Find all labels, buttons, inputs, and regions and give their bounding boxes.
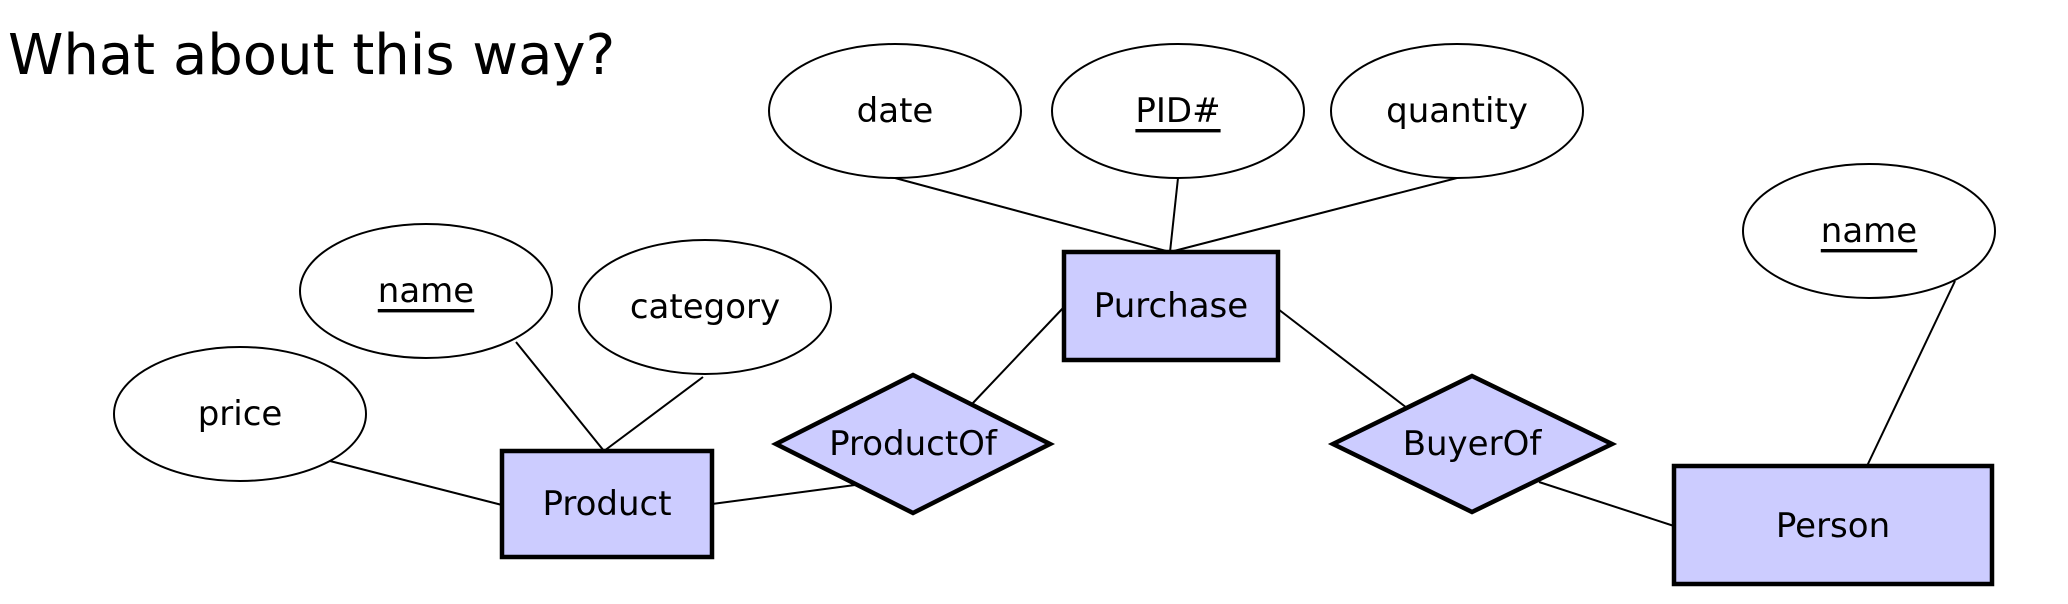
- entity-product: Product: [499, 448, 715, 560]
- attribute-product-name: name: [299, 223, 553, 359]
- connector-price-product: [329, 460, 503, 506]
- relationship-buyerof-label: BuyerOf: [1403, 424, 1543, 464]
- relationship-productof: ProductOf: [770, 372, 1056, 516]
- relationship-buyerof: BuyerOf: [1327, 373, 1618, 515]
- connector-product-productof: [711, 484, 856, 505]
- connector-date-purchase: [894, 177, 1171, 253]
- entity-purchase: Purchase: [1061, 249, 1281, 363]
- connector-name-person: [1866, 280, 1956, 467]
- attribute-quantity-label: quantity: [1386, 91, 1528, 131]
- connectors: [329, 177, 1956, 527]
- connector-quantity-purchase: [1169, 177, 1458, 253]
- entity-purchase-box: [1061, 249, 1281, 363]
- attribute-quantity: quantity: [1330, 43, 1584, 179]
- connector-buyerof-person: [1538, 481, 1675, 527]
- attribute-pid-label: PID#: [1135, 91, 1220, 131]
- entity-product-box: [499, 448, 715, 560]
- attribute-date-label: date: [857, 91, 934, 131]
- entity-person: Person: [1671, 463, 1995, 587]
- entity-purchase-label: Purchase: [1094, 286, 1248, 326]
- entity-person-box: [1671, 463, 1995, 587]
- attribute-price-label: price: [198, 394, 283, 434]
- attribute-product-name-label: name: [378, 271, 474, 311]
- connector-purchase-buyerof: [1277, 308, 1408, 409]
- attribute-category: category: [578, 239, 832, 375]
- attribute-pid: PID#: [1051, 43, 1305, 179]
- entity-person-label: Person: [1776, 506, 1890, 546]
- slide-title: What about this way?: [8, 23, 616, 88]
- entity-product-label: Product: [542, 484, 671, 524]
- connector-category-product: [603, 376, 704, 452]
- attribute-category-label: category: [630, 287, 780, 327]
- attribute-price: price: [113, 346, 367, 482]
- relationship-productof-label: ProductOf: [829, 424, 998, 464]
- relationship-buyerof-diamond: [1327, 373, 1618, 515]
- attribute-person-name-label: name: [1821, 211, 1917, 251]
- connector-pid-purchase: [1169, 177, 1179, 253]
- connector-productof-purchase: [971, 306, 1065, 405]
- connector-name-product: [515, 341, 605, 452]
- attribute-person-name: name: [1742, 163, 1996, 299]
- attribute-date: date: [768, 43, 1022, 179]
- relationship-productof-diamond: [770, 372, 1056, 516]
